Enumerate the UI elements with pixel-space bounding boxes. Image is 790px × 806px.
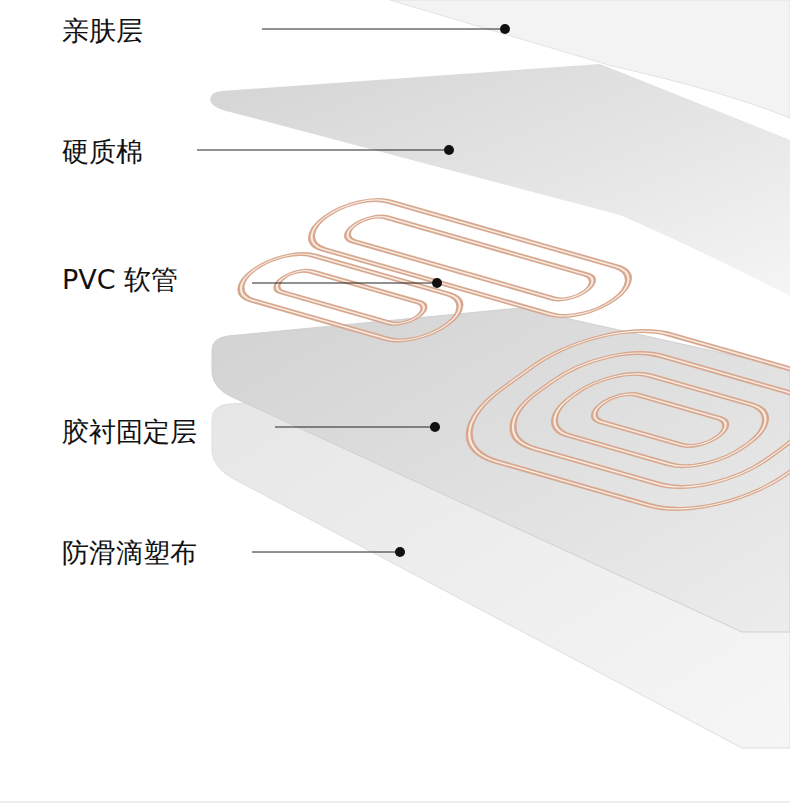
layer-label: 硬质棉 [62,136,143,168]
skin-layer [390,0,790,118]
layer-label: 亲肤层 [62,15,143,47]
leader-dot [395,24,510,557]
fixing-layer [212,308,790,632]
cotton-layer [210,64,790,296]
bottom-rule [0,802,790,803]
leader-line [197,29,505,552]
layer-label: PVC 软管 [62,264,178,296]
layer-label: 胶衬固定层 [62,416,197,448]
layer-label: 防滑滴塑布 [62,537,197,569]
